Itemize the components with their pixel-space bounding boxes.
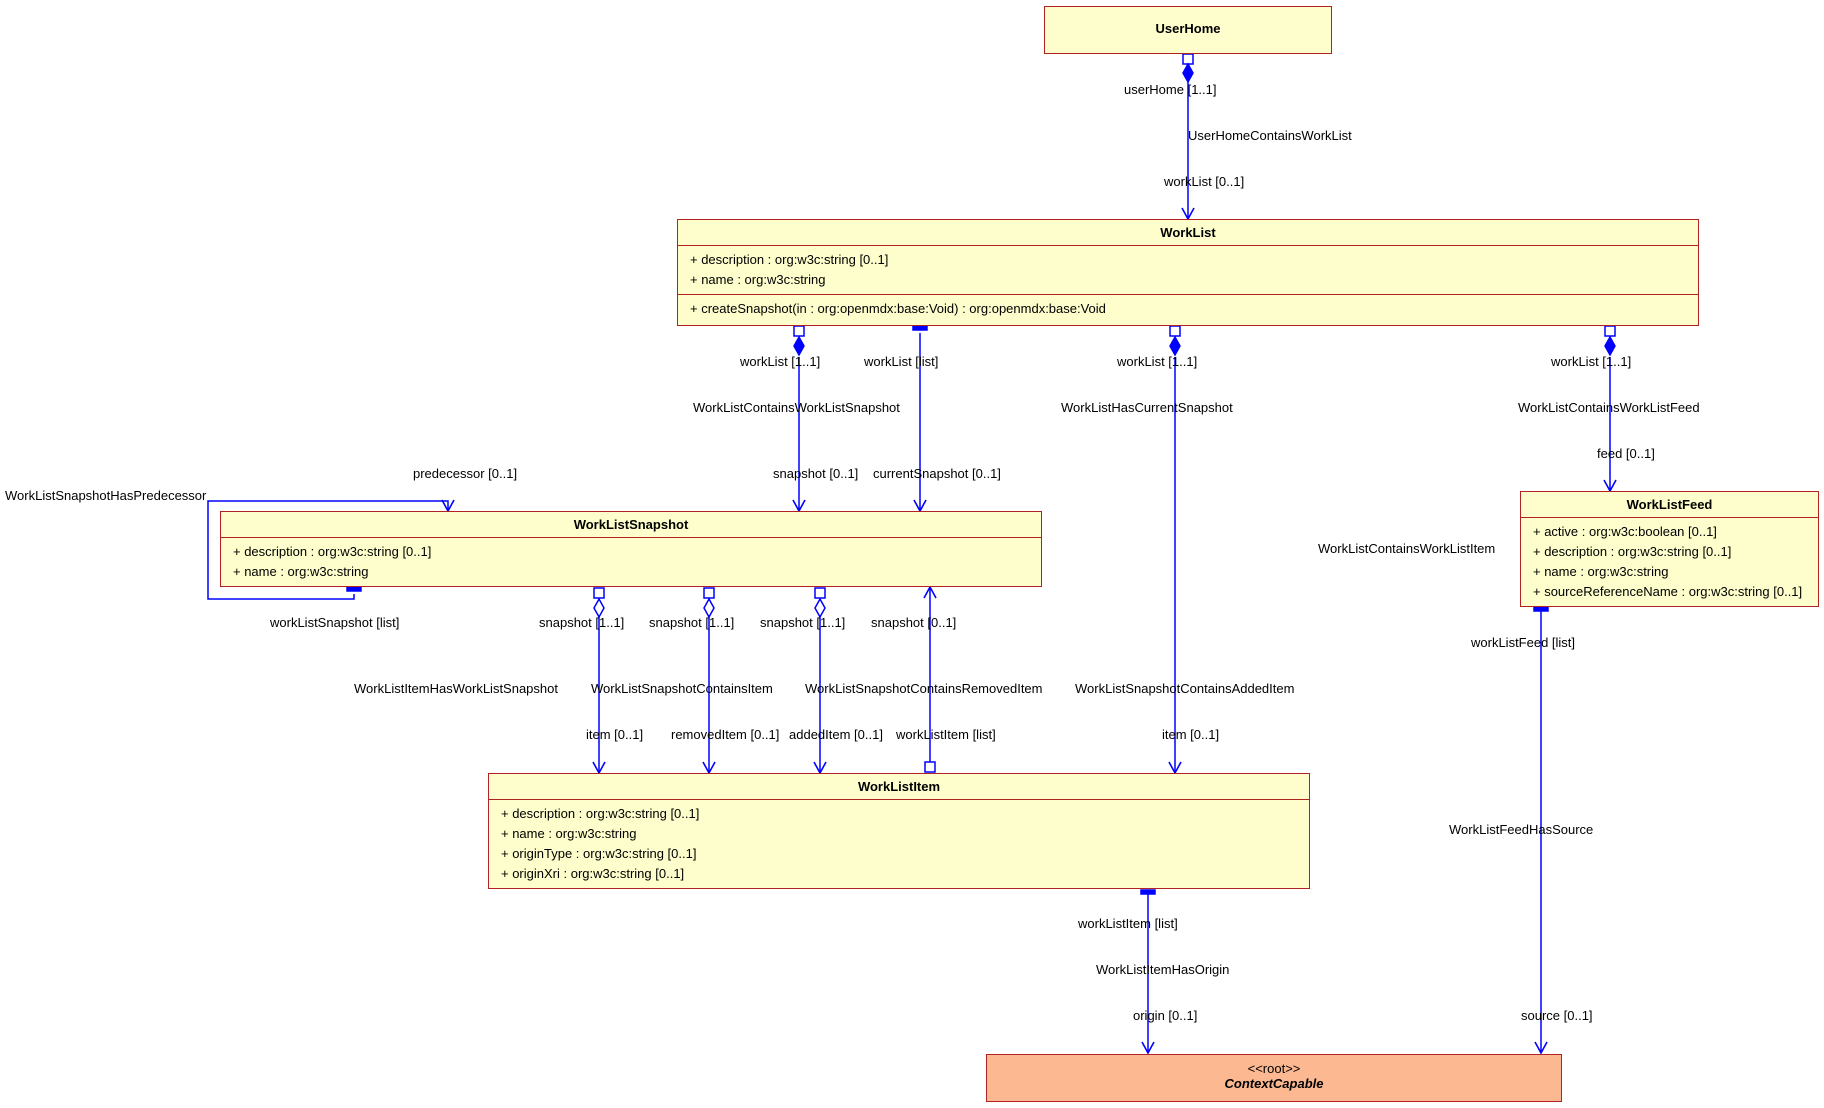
association-name: WorkListItemHasWorkListSnapshot <box>354 681 558 696</box>
role-label: userHome [1..1] <box>1124 82 1217 97</box>
class-contextcapable[interactable]: <<root>> ContextCapable <box>986 1054 1562 1102</box>
role-label: currentSnapshot [0..1] <box>873 466 1001 481</box>
edge-snapshot-has-predecessor <box>207 499 455 600</box>
attribute-row: + description : org:w3c:string [0..1] <box>1533 544 1732 559</box>
association-name: WorkListContainsWorkListSnapshot <box>693 400 900 415</box>
class-userhome[interactable]: UserHome <box>1044 6 1332 54</box>
attribute-row: + name : org:w3c:string <box>233 564 369 579</box>
role-label: addedItem [0..1] <box>789 727 883 742</box>
association-name: WorkListHasCurrentSnapshot <box>1061 400 1233 415</box>
attribute-section: + description : org:w3c:string [0..1] + … <box>489 799 1309 888</box>
aggregation-diamond <box>814 597 826 619</box>
attribute-section: + description : org:w3c:string [0..1] + … <box>221 537 1041 586</box>
role-label: workListSnapshot [list] <box>270 615 400 630</box>
attribute-section: + description : org:w3c:string [0..1] + … <box>678 245 1698 294</box>
class-name: WorkListItem <box>857 779 941 794</box>
association-end-square <box>1604 325 1616 337</box>
association-end-square <box>793 325 805 337</box>
role-label: workList [0..1] <box>1164 174 1245 189</box>
association-end-square <box>1169 325 1181 337</box>
attribute-row: + description : org:w3c:string [0..1] <box>501 806 700 821</box>
role-label: snapshot [1..1] <box>539 615 625 630</box>
association-name: WorkListContainsWorkListFeed <box>1518 400 1700 415</box>
attribute-row: + name : org:w3c:string <box>1533 564 1669 579</box>
role-label: workListItem [list] <box>896 727 996 742</box>
association-end-bar <box>346 586 362 592</box>
role-label: source [0..1] <box>1521 1008 1593 1023</box>
association-end-bar <box>912 325 928 331</box>
class-worklistfeed[interactable]: WorkListFeed + active : org:w3c:boolean … <box>1520 491 1819 607</box>
class-worklistitem[interactable]: WorkListItem + description : org:w3c:str… <box>488 773 1310 889</box>
attribute-row: + description : org:w3c:string [0..1] <box>690 252 889 267</box>
attribute-row: + description : org:w3c:string [0..1] <box>233 544 432 559</box>
composition-diamond <box>1169 335 1181 357</box>
class-name: WorkListFeed <box>1626 497 1713 512</box>
association-name: WorkListSnapshotHasPredecessor <box>5 488 207 503</box>
role-label: item [0..1] <box>586 727 644 742</box>
role-label: workListFeed [list] <box>1471 635 1576 650</box>
attribute-row: + originXri : org:w3c:string [0..1] <box>501 866 685 881</box>
class-worklist[interactable]: WorkList + description : org:w3c:string … <box>677 219 1699 326</box>
association-name: WorkListSnapshotContainsAddedItem <box>1075 681 1295 696</box>
class-worklistsnapshot[interactable]: WorkListSnapshot + description : org:w3c… <box>220 511 1042 587</box>
association-name: WorkListSnapshotContainsRemovedItem <box>805 681 1043 696</box>
association-end-square <box>924 761 936 773</box>
role-label: snapshot [0..1] <box>773 466 859 481</box>
association-end-square <box>593 587 605 599</box>
role-label: removedItem [0..1] <box>671 727 780 742</box>
association-name: WorkListFeedHasSource <box>1449 822 1594 837</box>
operation-row: + createSnapshot(in : org:openmdx:base:V… <box>690 301 1106 316</box>
association-name: WorkListContainsWorkListItem <box>1318 541 1496 556</box>
role-label: snapshot [1..1] <box>649 615 735 630</box>
aggregation-diamond <box>703 597 715 619</box>
association-name: UserHomeContainsWorkList <box>1188 128 1352 143</box>
association-end-square <box>814 587 826 599</box>
attribute-row: + name : org:w3c:string <box>501 826 637 841</box>
role-label: workListItem [list] <box>1078 916 1178 931</box>
class-name: ContextCapable <box>1224 1076 1324 1091</box>
attribute-row: + name : org:w3c:string <box>690 272 826 287</box>
operation-section: + createSnapshot(in : org:openmdx:base:V… <box>678 294 1698 323</box>
role-label: workList [1..1] <box>740 354 821 369</box>
association-end-bar <box>1140 889 1156 895</box>
composition-diamond <box>1182 62 1194 84</box>
role-label: feed [0..1] <box>1597 446 1655 461</box>
class-name: WorkList <box>1160 225 1216 240</box>
role-label: workList [list] <box>864 354 939 369</box>
attribute-row: + originType : org:w3c:string [0..1] <box>501 846 697 861</box>
association-name: WorkListSnapshotContainsItem <box>591 681 773 696</box>
role-label: item [0..1] <box>1162 727 1220 742</box>
role-label: origin [0..1] <box>1133 1008 1198 1023</box>
aggregation-diamond <box>593 597 605 619</box>
association-end-square <box>703 587 715 599</box>
association-name: WorkListItemHasOrigin <box>1096 962 1230 977</box>
composition-diamond <box>793 335 805 357</box>
role-label: snapshot [0..1] <box>871 615 957 630</box>
composition-diamond <box>1604 335 1616 357</box>
association-end-bar <box>1533 606 1549 612</box>
role-label: snapshot [1..1] <box>760 615 846 630</box>
role-label: predecessor [0..1] <box>413 466 518 481</box>
attribute-section: + active : org:w3c:boolean [0..1] + desc… <box>1521 517 1818 606</box>
stereotype-label: <<root>> <box>1247 1061 1301 1076</box>
attribute-row: + active : org:w3c:boolean [0..1] <box>1533 524 1717 539</box>
role-label: workList [1..1] <box>1551 354 1632 369</box>
class-name: WorkListSnapshot <box>573 517 689 532</box>
class-name: UserHome <box>1155 21 1221 36</box>
attribute-row: + sourceReferenceName : org:w3c:string [… <box>1533 584 1803 599</box>
role-label: workList [1..1] <box>1117 354 1198 369</box>
